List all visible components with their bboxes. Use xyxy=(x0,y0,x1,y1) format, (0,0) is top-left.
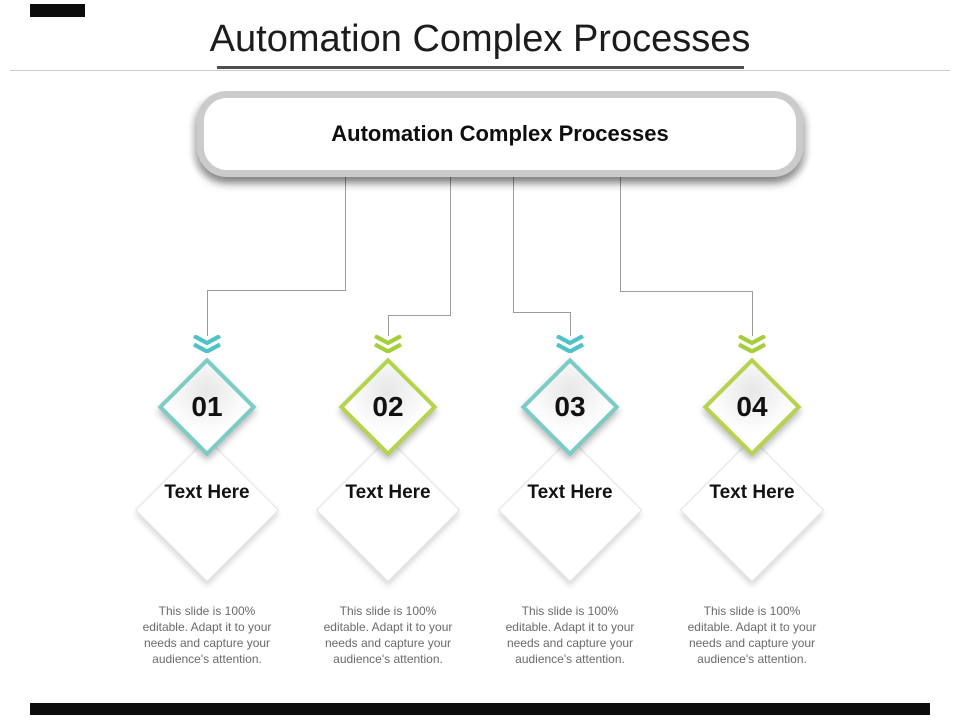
text-here-diamond xyxy=(134,437,280,583)
double-chevron-down-icon xyxy=(556,335,584,353)
text-here-label: Text Here xyxy=(709,482,795,503)
connector-line xyxy=(450,177,451,315)
double-chevron-down-icon xyxy=(738,335,766,353)
connector-line xyxy=(620,291,753,292)
connector-line xyxy=(620,177,621,291)
text-here-diamond xyxy=(315,437,461,583)
step-number: 04 xyxy=(736,391,768,422)
text-here-label: Text Here xyxy=(345,482,431,503)
double-chevron-down-icon xyxy=(193,335,221,353)
connector-line xyxy=(388,315,389,336)
title-rule-light xyxy=(10,70,950,71)
process-column-3: 03 Text Here This slide is 100% editable… xyxy=(480,330,660,720)
double-chevron-down-icon xyxy=(374,335,402,353)
text-here-diamond xyxy=(679,437,825,583)
slide-title: Automation Complex Processes xyxy=(209,18,751,60)
description-text: This slide is 100% editable. Adapt it to… xyxy=(687,604,817,666)
process-column-1: 01 Text Here This slide is 100% editable… xyxy=(117,330,297,720)
header-box-label: Automation Complex Processes xyxy=(331,121,669,146)
connector-line xyxy=(207,290,208,336)
connector-line xyxy=(570,312,571,336)
bottom-accent-bar xyxy=(30,703,930,715)
top-left-accent-mark xyxy=(30,4,85,17)
step-number: 01 xyxy=(191,391,223,422)
text-here-label: Text Here xyxy=(527,482,613,503)
step-number: 02 xyxy=(372,391,404,422)
connector-line xyxy=(513,312,571,313)
connector-line xyxy=(513,177,514,312)
step-number: 03 xyxy=(554,391,586,422)
process-column-2: 02 Text Here This slide is 100% editable… xyxy=(298,330,478,720)
text-here-label: Text Here xyxy=(164,482,250,503)
process-column-4: 04 Text Here This slide is 100% editable… xyxy=(662,330,842,720)
header-box: Automation Complex Processes xyxy=(197,91,803,177)
connector-line xyxy=(752,291,753,336)
connector-line xyxy=(345,177,346,290)
title-rule-dark xyxy=(217,66,744,69)
description-text: This slide is 100% editable. Adapt it to… xyxy=(505,604,635,666)
description-text: This slide is 100% editable. Adapt it to… xyxy=(323,604,453,666)
connector-line xyxy=(388,315,451,316)
text-here-diamond xyxy=(497,437,643,583)
connector-line xyxy=(207,290,346,291)
description-text: This slide is 100% editable. Adapt it to… xyxy=(142,604,272,666)
